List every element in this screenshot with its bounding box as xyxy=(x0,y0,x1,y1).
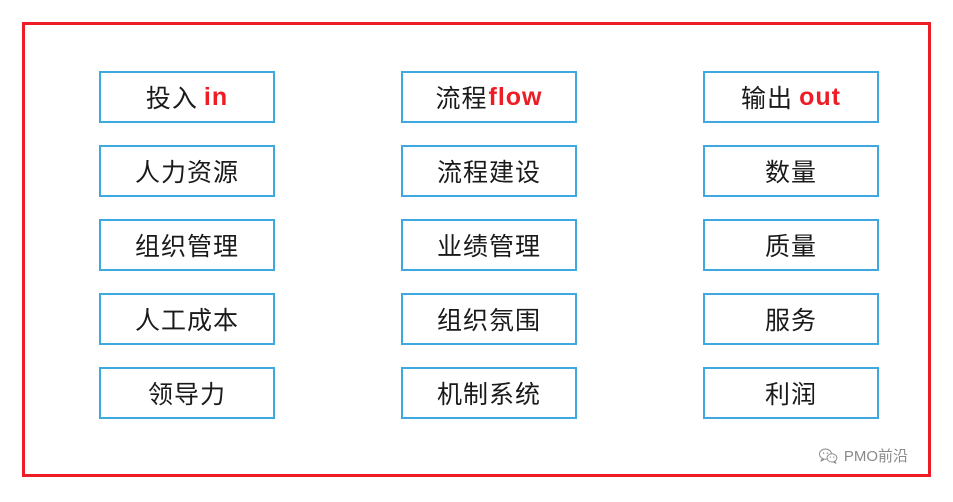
cell-input-3: 人工成本 xyxy=(99,293,275,345)
diagram-frame: 投入 in 人力资源 组织管理 人工成本 领导力 流程 flow 流程建设 业绩… xyxy=(22,22,931,477)
cell-input-1: 人力资源 xyxy=(99,145,275,197)
column-output: 输出 out 数量 质量 服务 利润 xyxy=(703,71,879,419)
column-header-output: 输出 out xyxy=(703,71,879,123)
cell-output-4: 利润 xyxy=(703,367,879,419)
wechat-icon xyxy=(818,448,838,464)
cell-process-4: 机制系统 xyxy=(401,367,577,419)
header-label-cn: 输出 xyxy=(741,85,794,113)
cell-process-1: 流程建设 xyxy=(401,145,577,197)
column-header-input: 投入 in xyxy=(99,71,275,123)
column-header-process: 流程 flow xyxy=(401,71,577,123)
cell-output-1: 数量 xyxy=(703,145,879,197)
column-process: 流程 flow 流程建设 业绩管理 组织氛围 机制系统 xyxy=(401,71,577,419)
column-input: 投入 in 人力资源 组织管理 人工成本 领导力 xyxy=(99,71,275,419)
header-label-en: out xyxy=(799,82,841,111)
cell-process-2: 业绩管理 xyxy=(401,219,577,271)
watermark: PMO前沿 xyxy=(818,445,908,466)
cell-output-3: 服务 xyxy=(703,293,879,345)
header-label-en: in xyxy=(203,82,229,111)
watermark-label: PMO前沿 xyxy=(843,448,908,465)
header-label-cn: 流程 xyxy=(435,85,488,113)
header-label-en: flow xyxy=(488,82,543,111)
cell-process-3: 组织氛围 xyxy=(401,293,577,345)
cell-input-2: 组织管理 xyxy=(99,219,275,271)
cell-input-4: 领导力 xyxy=(99,367,275,419)
columns-container: 投入 in 人力资源 组织管理 人工成本 领导力 流程 flow 流程建设 业绩… xyxy=(99,71,879,419)
cell-output-2: 质量 xyxy=(703,219,879,271)
header-label-cn: 投入 xyxy=(145,85,198,113)
